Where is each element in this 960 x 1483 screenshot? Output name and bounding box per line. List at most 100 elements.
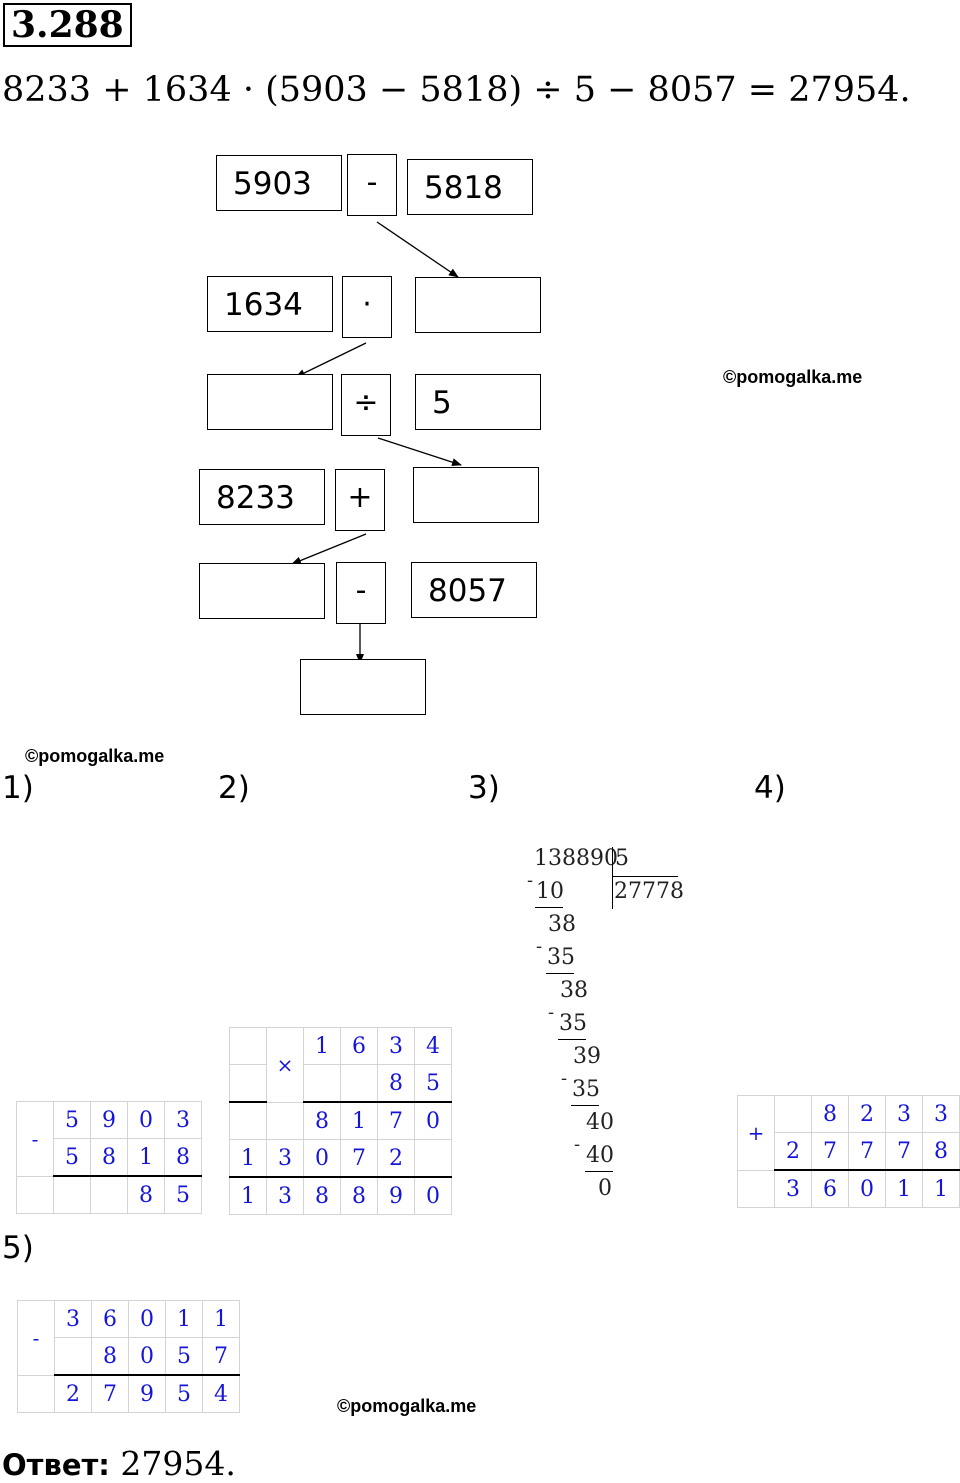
division-line (558, 1039, 586, 1040)
digit: 7 (91, 1374, 129, 1413)
minus-sign: - (548, 1002, 555, 1023)
step-label-2: 2) (218, 770, 250, 806)
minus-sign: - (574, 1134, 581, 1155)
multiply-sign: × (266, 1027, 304, 1103)
digit: 7 (340, 1139, 378, 1178)
digit: 3 (266, 1139, 304, 1178)
digit (266, 1101, 304, 1140)
digit: 5 (414, 1064, 452, 1103)
scheme-box-sum-slot (199, 563, 325, 619)
digit: 0 (414, 1101, 452, 1140)
scheme-box-1634: 1634 (207, 276, 333, 332)
digit: 3 (922, 1095, 960, 1133)
watermark: ©pomogalka.me (723, 367, 863, 387)
digit (53, 1175, 91, 1214)
digit: 5 (164, 1175, 202, 1214)
digit: 1 (229, 1176, 267, 1215)
subtrahend: 35 (547, 945, 575, 970)
digit: 0 (414, 1176, 452, 1215)
step-label-5: 5) (2, 1230, 34, 1266)
digit: 8 (164, 1138, 202, 1177)
digit: 3 (164, 1101, 202, 1139)
subtrahend: 40 (586, 1143, 614, 1168)
digit: 4 (202, 1374, 240, 1413)
digit: 0 (128, 1300, 166, 1338)
digit: 7 (811, 1132, 849, 1171)
digit: 1 (165, 1300, 203, 1338)
digit: 3 (266, 1176, 304, 1215)
digit: 6 (340, 1027, 378, 1065)
digit: 6 (811, 1169, 849, 1208)
scheme-op-multiply: · (342, 276, 392, 338)
digit: 0 (848, 1169, 886, 1208)
digit: 8 (340, 1176, 378, 1215)
division-line (546, 973, 574, 974)
arrow-4 (291, 533, 367, 565)
digit (54, 1337, 92, 1376)
digit: 9 (377, 1176, 415, 1215)
division-line (571, 1105, 599, 1106)
digit: 5 (53, 1138, 91, 1177)
digit: 8 (811, 1095, 849, 1133)
subtrahend: 35 (559, 1011, 587, 1036)
subtrahend: 10 (536, 879, 564, 904)
digit: 0 (128, 1337, 166, 1376)
remainder: 38 (560, 978, 588, 1003)
digit: 1 (229, 1139, 267, 1178)
digit: 0 (303, 1139, 341, 1178)
digit (229, 1064, 267, 1103)
arrow-1 (376, 221, 459, 278)
digit: 4 (414, 1027, 452, 1065)
division-bracket (612, 876, 678, 877)
digit: 5 (165, 1337, 203, 1376)
scheme-box-8233: 8233 (199, 469, 325, 525)
step-label-1: 1) (2, 770, 34, 806)
digit: 8 (127, 1175, 165, 1214)
digit (414, 1139, 452, 1178)
minus-sign: - (527, 870, 534, 891)
digit: 8 (303, 1176, 341, 1215)
plus-sign: + (737, 1095, 775, 1171)
digit: 2 (774, 1132, 812, 1171)
digit: 3 (885, 1095, 923, 1133)
minus-sign: - (536, 936, 543, 957)
digit: 1 (202, 1300, 240, 1338)
digit (16, 1175, 54, 1214)
digit: 2 (848, 1095, 886, 1133)
digit: 7 (848, 1132, 886, 1171)
digit: 1 (885, 1169, 923, 1208)
digit: 7 (202, 1337, 240, 1376)
digit: 6 (91, 1300, 129, 1338)
remainder: 39 (573, 1044, 601, 1069)
digit: 9 (90, 1101, 128, 1139)
expression: 8233 + 1634 · (5903 − 5818) ÷ 5 − 8057 =… (2, 70, 911, 110)
digit: 5 (165, 1374, 203, 1413)
digit (737, 1169, 775, 1208)
digit: 2 (54, 1374, 92, 1413)
arrow-2 (295, 342, 367, 378)
scheme-op-minus: - (347, 154, 397, 216)
scheme-box-quotient-slot (413, 467, 539, 523)
digit: 3 (377, 1027, 415, 1065)
digit: 1 (303, 1027, 341, 1065)
dividend: 138890 (534, 846, 618, 871)
answer-value: 27954. (120, 1444, 236, 1483)
digit (229, 1027, 267, 1065)
scheme-arrows (291, 221, 462, 664)
task-number: 3.288 (3, 3, 132, 47)
step-label-3: 3) (468, 770, 500, 806)
scheme-op-plus: + (335, 469, 385, 531)
division-line (585, 1171, 613, 1172)
minus-sign: - (561, 1068, 568, 1089)
minus-sign: - (16, 1101, 54, 1177)
digit: 0 (127, 1101, 165, 1139)
digit: 8 (303, 1101, 341, 1140)
watermark: ©pomogalka.me (25, 746, 165, 766)
digit (229, 1101, 267, 1140)
digit: 7 (377, 1101, 415, 1140)
digit: 3 (54, 1300, 92, 1338)
